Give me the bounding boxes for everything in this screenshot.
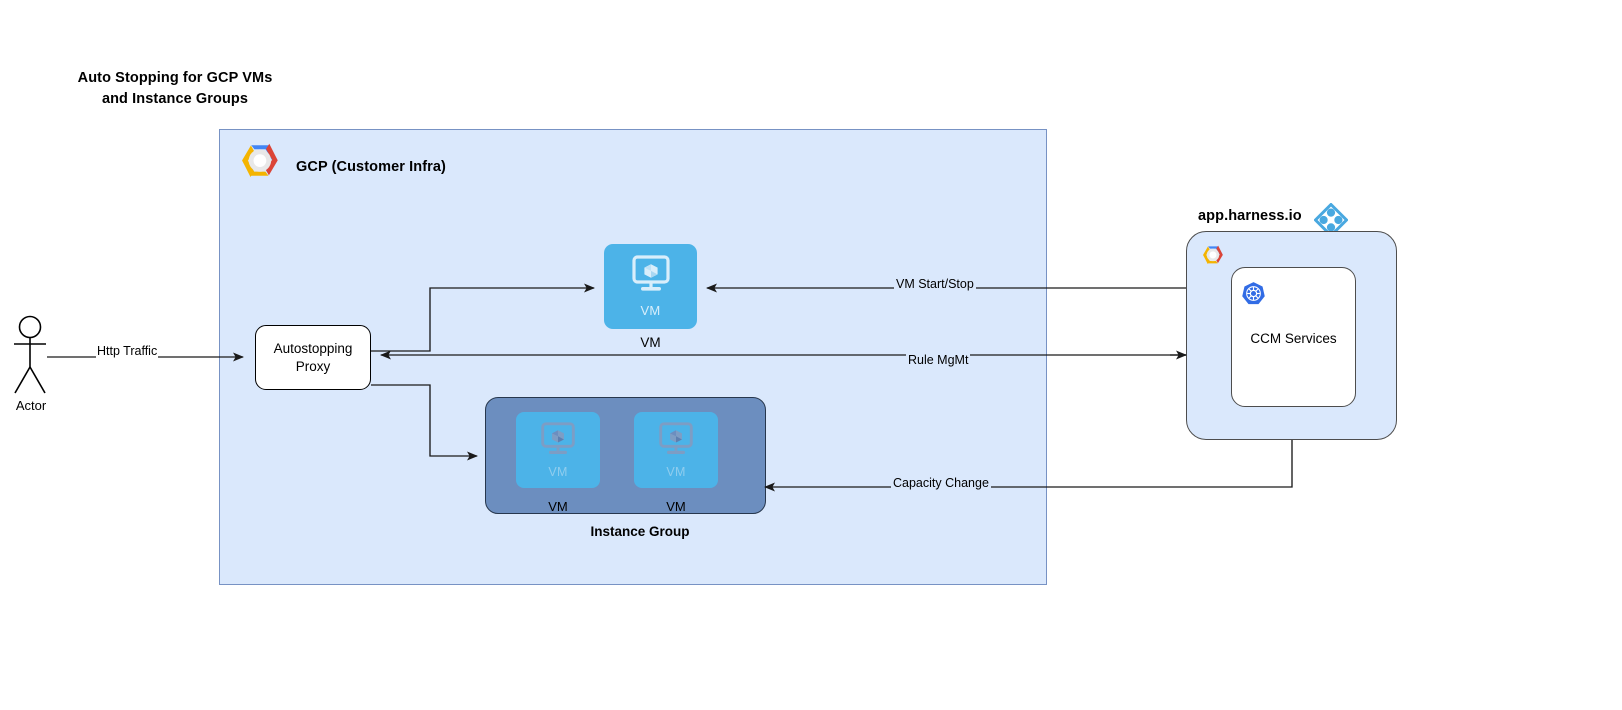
actor-stick-figure-icon	[8, 315, 56, 402]
page-title-line-1: Auto Stopping for GCP VMs	[77, 70, 273, 86]
autostopping-proxy-label-line-2: Proxy	[295, 358, 331, 374]
gcp-hexagon-icon	[233, 141, 287, 193]
harness-app-label: app.harness.io	[1198, 208, 1302, 224]
vm-monitor-cube-icon	[656, 421, 696, 463]
gcp-hexagon-icon	[1198, 244, 1228, 278]
edge-label-capacity-change: Capacity Change	[891, 476, 991, 490]
vm-node: VM	[604, 244, 697, 329]
autostopping-proxy-node: Autostopping Proxy	[255, 325, 371, 390]
edge-label-vm-start-stop: VM Start/Stop	[894, 277, 976, 291]
instance-group-vm-2-inner-label: VM	[666, 464, 686, 479]
ccm-services-label: CCM Services	[1250, 331, 1337, 346]
vm-node-inner-label: VM	[640, 303, 661, 318]
autostopping-proxy-label-line-1: Autostopping	[273, 340, 353, 356]
vm-monitor-cube-icon	[538, 421, 578, 463]
edge-label-rule-mgmt: Rule MgMt	[906, 353, 971, 367]
instance-group-vm-1: VM	[516, 412, 600, 488]
page-title: Auto Stopping for GCP VMs and Instance G…	[45, 68, 305, 110]
edge-label-http-traffic: Http Traffic	[96, 344, 159, 358]
vm-monitor-cube-icon	[629, 255, 673, 300]
kubernetes-helm-icon	[1241, 281, 1266, 311]
instance-group-vm-1-inner-label: VM	[548, 464, 568, 479]
harness-diamond-icon	[1313, 202, 1349, 242]
instance-group-vm-2-label: VM	[666, 499, 686, 514]
instance-group-vm-2: VM	[634, 412, 718, 488]
instance-group-label: Instance Group	[590, 524, 690, 539]
instance-group-vm-1-label: VM	[548, 499, 568, 514]
vm-node-label: VM	[640, 335, 661, 350]
gcp-container-label: GCP (Customer Infra)	[296, 159, 446, 175]
page-title-line-2: and Instance Groups	[101, 91, 249, 108]
actor-label: Actor	[15, 398, 47, 413]
